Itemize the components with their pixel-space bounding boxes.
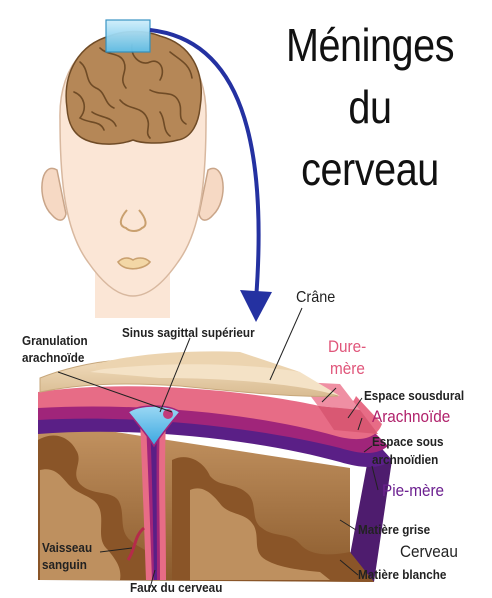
label-espace-sous-1: Espace sous (372, 434, 444, 449)
label-vaisseau-1: Vaisseau (42, 540, 92, 555)
label-pie-mere: Pie-mère (382, 482, 444, 500)
title-line-3: cerveau (267, 146, 473, 192)
label-dure-2: mère (330, 360, 365, 378)
head-illustration (42, 20, 223, 318)
label-granulation-1: Granulation (22, 333, 88, 348)
label-crane: Crâne (296, 290, 335, 305)
label-sinus: Sinus sagittal supérieur (122, 325, 255, 340)
label-matiere-grise: Matière grise (358, 522, 430, 537)
detail-box (106, 20, 150, 52)
label-dure-1: Dure- (328, 338, 366, 356)
label-espace-sous-2: archnoïdien (372, 452, 438, 467)
label-arachnoide: Arachnoïde (372, 408, 450, 426)
label-cerveau: Cerveau (400, 544, 458, 559)
label-faux: Faux du cerveau (130, 580, 222, 595)
label-granulation-2: arachnoïde (22, 350, 84, 365)
label-vaisseau-2: sanguin (42, 557, 87, 572)
title-line-1: Méninges (267, 22, 473, 68)
label-matiere-blanche: Matière blanche (358, 567, 446, 582)
label-espace-sousdural: Espace sousdural (364, 388, 464, 403)
title-line-2: du (267, 84, 473, 130)
